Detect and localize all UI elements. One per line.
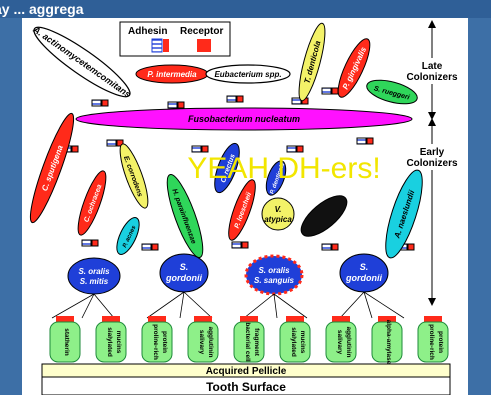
slide-title-fragment: ay ... aggrega	[0, 1, 83, 17]
late-label-2: Colonizers	[406, 72, 458, 83]
adhesin-receptor-pair	[168, 102, 184, 108]
adhesin-receptor-pair	[142, 244, 158, 250]
early-label-2: Colonizers	[406, 158, 458, 169]
tooth-surface-label: Tooth Surface	[206, 380, 286, 394]
early-label-1: Early	[420, 147, 445, 158]
watermark-text: YEAH DH-ers!	[187, 152, 380, 185]
bacterium-v-atypica: V. atypica	[262, 198, 294, 230]
fibrils	[52, 292, 404, 318]
pellicle-label: Acquired Pellicle	[206, 366, 287, 377]
receptor-label-2: protein	[437, 331, 444, 353]
bacterium-s-oralis-s-sanguis: S. oralis S. sanguis	[246, 256, 302, 294]
label-a-actinomycetemcomitans: A. actinomycetemcomitans	[31, 24, 133, 100]
bacterium-s-gordonii-a: S. gordonii	[160, 254, 208, 292]
receptor-label-1: salivary	[198, 330, 205, 355]
label-s-gordonii-b-1: S.	[360, 262, 369, 272]
bacterium-e-corrodens: E. corrodens	[115, 141, 153, 210]
legend-adhesin-swatch	[152, 39, 162, 52]
bacterium-p-intermedia: P. intermedia	[136, 65, 208, 83]
adhesin-receptor-pair	[227, 96, 243, 102]
diagram-panel: Adhesin Receptor Late Colonizers Early C…	[22, 18, 468, 395]
receptor-pillar: sialylatedmucins	[96, 316, 126, 362]
bacterium-s-gordonii-b: S. gordonii	[340, 254, 388, 292]
receptor-label-1: sialylated	[106, 327, 113, 357]
legend-receptor-label: Receptor	[180, 26, 223, 37]
receptor-label-2: mucins	[299, 331, 306, 354]
black-cell	[295, 189, 353, 243]
late-label-1: Late	[422, 61, 443, 72]
acquired-pellicle: Acquired Pellicle	[42, 364, 450, 377]
label-p-intermedia: P. intermedia	[147, 70, 197, 79]
bacterium-eubacterium: Eubacterium spp.	[206, 65, 290, 83]
receptor-label-1: proline-rich	[152, 324, 159, 360]
receptor-label-1: sialylated	[290, 327, 297, 357]
tooth-surface: Tooth Surface	[42, 377, 450, 395]
label-s-oralis-sanguis-1: S. oralis	[258, 266, 290, 275]
receptor-label-1: statherin	[63, 328, 70, 355]
bacterium-c-ochracea: C. ochracea	[73, 168, 111, 237]
receptor-pillar: alpha-amylase	[372, 316, 402, 365]
adhesin-receptor-pair	[92, 100, 108, 106]
label-v-atypica-2: atypica	[264, 215, 292, 224]
label-s-oralis-sanguis-2: S. sanguis	[254, 276, 295, 285]
oral-biofilm-diagram: Adhesin Receptor Late Colonizers Early C…	[22, 18, 468, 395]
legend-adhesin-red	[163, 39, 169, 52]
receptor-label-2: agglutinin	[345, 326, 352, 357]
receptor-site	[424, 316, 442, 322]
receptor-site	[240, 316, 258, 322]
receptor-label-2: fragment	[253, 328, 260, 357]
receptor-site	[286, 316, 304, 322]
receptor-label-1: bacterial cell	[244, 322, 251, 362]
adhesin-receptor-pair	[82, 240, 98, 246]
receptor-label-2: protein	[161, 331, 168, 353]
legend: Adhesin Receptor	[120, 22, 230, 56]
receptor-site	[332, 316, 350, 322]
bacterium-p-loescheii: P. loescheii	[224, 177, 261, 243]
receptor-pillar: statherin	[50, 316, 80, 362]
bacterium-c-sputigena: C. sputigena	[24, 110, 81, 225]
label-s-oralis-mitis-2: S. mitis	[80, 277, 109, 286]
legend-receptor-swatch	[197, 39, 211, 52]
receptor-label-2: agglutinin	[207, 326, 214, 357]
receptor-site	[102, 316, 120, 322]
receptor-label-2: mucins	[115, 331, 122, 354]
bacterium-p-acnes: P. acnes	[112, 214, 143, 257]
label-s-gordonii-a-1: S.	[180, 262, 189, 272]
slide-title-strip: ay ... aggrega	[0, 0, 491, 18]
adhesin-receptor-pair	[232, 242, 248, 248]
bacterium-s-oralis-s-mitis: S. oralis S. mitis	[68, 258, 120, 294]
label-eubacterium: Eubacterium spp.	[214, 70, 281, 79]
late-colonizers-bracket: Late Colonizers	[406, 20, 460, 120]
label-fusobacterium: Fusobacterium nucleatum	[188, 114, 300, 124]
bacterium-fusobacterium-nucleatum: Fusobacterium nucleatum	[76, 108, 412, 130]
label-s-oralis-mitis-1: S. oralis	[78, 267, 110, 276]
adhesin-receptor-pair	[357, 138, 373, 144]
label-s-gordonii-b-2: gordonii	[345, 273, 382, 283]
label-s-gordonii-a-2: gordonii	[165, 273, 202, 283]
label-v-atypica-1: V.	[275, 205, 282, 214]
receptor-site	[56, 316, 74, 322]
receptor-site	[148, 316, 166, 322]
receptor-label-1: salivary	[336, 330, 343, 355]
receptor-label-1: alpha-amylase	[385, 320, 392, 365]
adhesin-receptor-pair	[322, 88, 338, 94]
receptor-label-1: proline-rich	[428, 324, 435, 360]
legend-adhesin-label: Adhesin	[128, 26, 167, 37]
adhesin-receptor-pair	[322, 244, 338, 250]
receptor-site	[194, 316, 212, 322]
